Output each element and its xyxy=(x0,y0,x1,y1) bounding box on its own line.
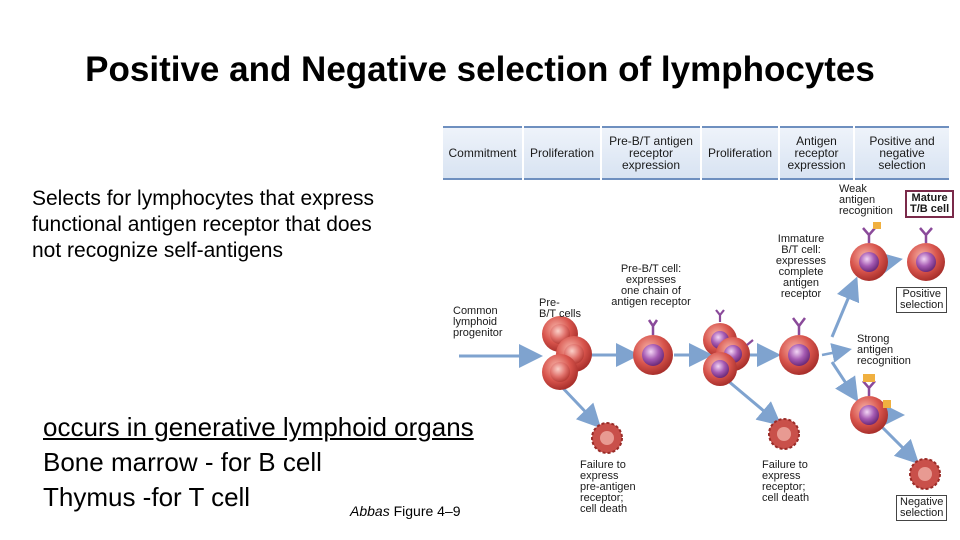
stage-proliferation-2: Proliferation xyxy=(702,126,778,180)
bone-marrow-line: Bone marrow - for B cell xyxy=(43,447,322,477)
proliferating-cells xyxy=(703,309,754,386)
caption-figure-number: Figure 4–9 xyxy=(389,503,461,519)
caption-author: Abbas xyxy=(350,503,390,519)
mature-cell xyxy=(907,227,945,281)
lymphocyte-development-figure: Commitment Proliferation Pre-B/T antigen… xyxy=(437,122,957,532)
slide-title: Positive and Negative selection of lymph… xyxy=(85,50,875,89)
dying-cell-2 xyxy=(768,418,800,450)
location-notes: occurs in generative lymphoid organs Bon… xyxy=(43,410,474,515)
thymus-line: Thymus -for T cell xyxy=(43,482,251,512)
description-line-1: Selects for lymphocytes that express xyxy=(32,187,374,210)
label-pre-bt-cells: Pre-B/T cells xyxy=(539,297,581,320)
pre-bt-cell xyxy=(633,319,673,375)
description-line-2: functional antigen receptor that does xyxy=(32,213,372,236)
pre-bt-cells-cluster xyxy=(542,316,592,390)
stage-proliferation-1: Proliferation xyxy=(524,126,600,180)
selection-description: Selects for lymphocytes that express fun… xyxy=(32,186,452,264)
dying-cell-3 xyxy=(909,458,941,490)
stage-commitment: Commitment xyxy=(443,126,522,180)
immature-cell xyxy=(779,317,819,375)
weak-recognition-cell xyxy=(850,222,888,281)
description-line-3: not recognize self-antigens xyxy=(32,239,283,262)
development-arrows xyxy=(459,251,920,465)
figure-caption: Abbas Figure 4–9 xyxy=(350,503,461,519)
figure-drawing xyxy=(459,222,945,490)
dying-cell-1 xyxy=(591,422,623,454)
strong-recognition-cell xyxy=(850,374,891,434)
occurs-line: occurs in generative lymphoid organs xyxy=(43,412,474,442)
